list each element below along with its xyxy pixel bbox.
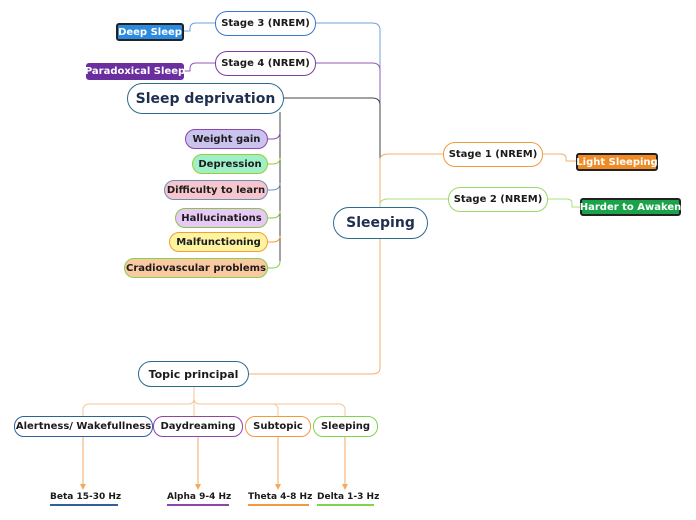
- topic-child-node[interactable]: Sleeping: [313, 416, 378, 437]
- harder-to-awaken-tag[interactable]: Harder to Awaken: [580, 198, 681, 216]
- effect-node[interactable]: Malfunctioning: [169, 232, 268, 252]
- frequency-leaf[interactable]: Beta 15-30 Hz: [50, 492, 121, 506]
- effect-node[interactable]: Weight gain: [185, 129, 268, 149]
- topic-principal-node[interactable]: Topic principal: [138, 361, 249, 387]
- sleep-deprivation-node[interactable]: Sleep deprivation: [127, 83, 284, 114]
- central-topic-sleeping[interactable]: Sleeping: [333, 207, 428, 239]
- frequency-leaf[interactable]: Theta 4-8 Hz: [248, 492, 312, 506]
- effect-node[interactable]: Hallucinations: [175, 208, 268, 228]
- frequency-leaf[interactable]: Alpha 9-4 Hz: [167, 492, 231, 506]
- topic-child-node[interactable]: Subtopic: [245, 416, 311, 437]
- stage-2-node[interactable]: Stage 2 (NREM): [448, 187, 548, 212]
- topic-child-node[interactable]: Alertness/ Wakefullness: [14, 416, 153, 437]
- effect-node[interactable]: Depression: [192, 154, 268, 174]
- effect-node[interactable]: Cradiovascular problems: [124, 258, 268, 278]
- topic-child-node[interactable]: Daydreaming: [153, 416, 243, 437]
- stage-1-node[interactable]: Stage 1 (NREM): [443, 142, 543, 167]
- effect-node[interactable]: Difficulty to learn: [164, 180, 268, 200]
- paradoxical-sleep-tag[interactable]: Paradoxical Sleep: [85, 63, 185, 80]
- stage-3-node[interactable]: Stage 3 (NREM): [215, 11, 316, 36]
- deep-sleep-tag[interactable]: Deep Sleep: [116, 23, 184, 41]
- stage-4-node[interactable]: Stage 4 (NREM): [215, 51, 316, 76]
- frequency-leaf[interactable]: Delta 1-3 Hz: [317, 492, 379, 506]
- light-sleeping-tag[interactable]: Light Sleeping: [576, 153, 658, 171]
